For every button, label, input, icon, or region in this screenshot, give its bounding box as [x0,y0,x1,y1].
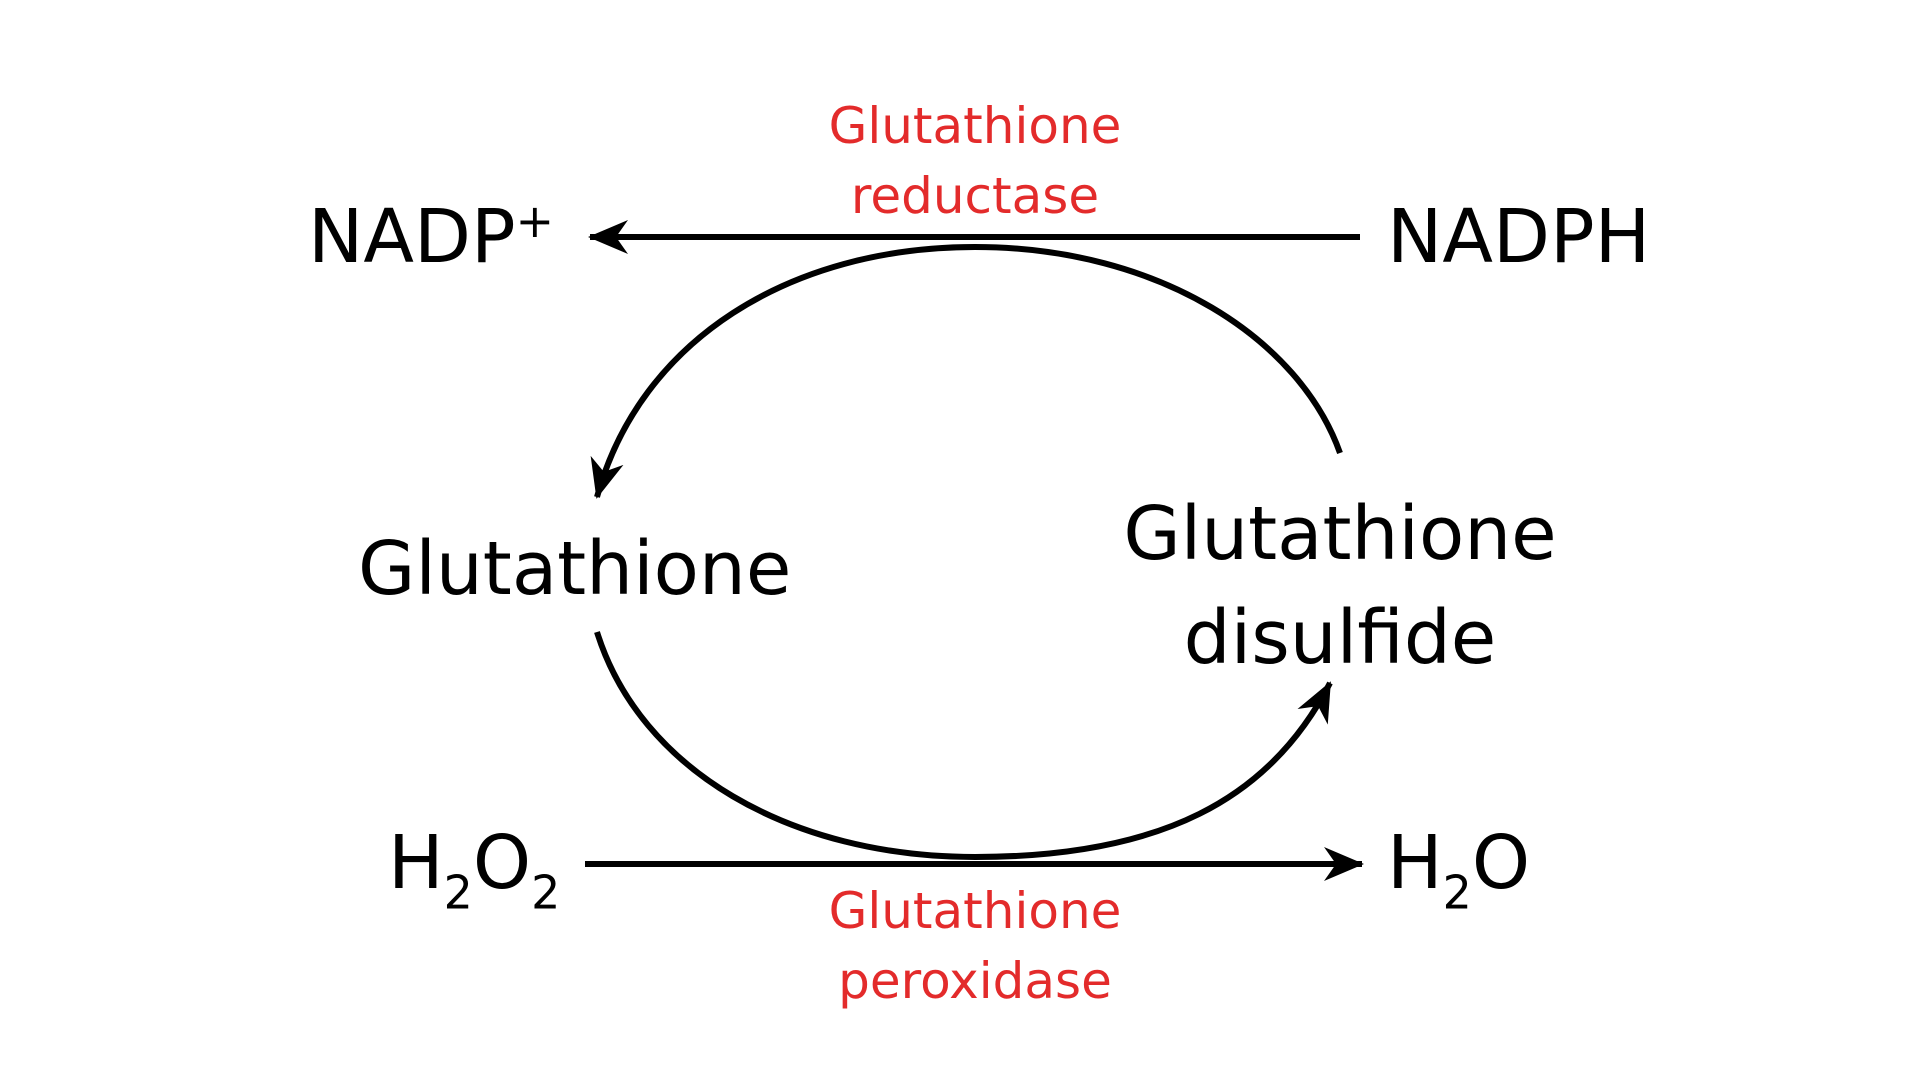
nadph-label: NADPH [1387,194,1651,280]
glutathione-disulfide-label: Glutathione disulfide [1100,478,1580,694]
gssg-line2: disulfide [1183,595,1497,681]
reductase-line1: Glutathione [828,97,1122,155]
glutathione-peroxidase-label: Glutathione peroxidase [725,876,1225,1016]
h2o2-sub1: 2 [443,865,473,920]
h2o-h: H [1387,820,1443,906]
water-label: H2O [1387,826,1530,916]
nadp-base: NADP [308,194,516,280]
hydrogen-peroxide-label: H2O2 [388,826,560,916]
h2o2-sub2: 2 [531,865,561,920]
h2o2-h: H [388,820,444,906]
peroxidase-line2: peroxidase [838,952,1112,1010]
nadp-plus-label: NADP+ [308,198,554,274]
nadp-charge: + [515,193,555,248]
h2o-sub1: 2 [1442,865,1472,920]
reductase-line2: reductase [850,167,1100,225]
glutathione-reductase-label: Glutathione reductase [725,91,1225,231]
h2o2-o: O [472,820,532,906]
gssg-line1: Glutathione [1123,491,1557,577]
reduction-cycle-arc [590,243,1343,499]
glutathione-label: Glutathione [358,526,792,612]
h2o-o: O [1471,820,1531,906]
oxidation-cycle-arc [594,631,1333,861]
peroxidase-line1: Glutathione [828,882,1122,940]
